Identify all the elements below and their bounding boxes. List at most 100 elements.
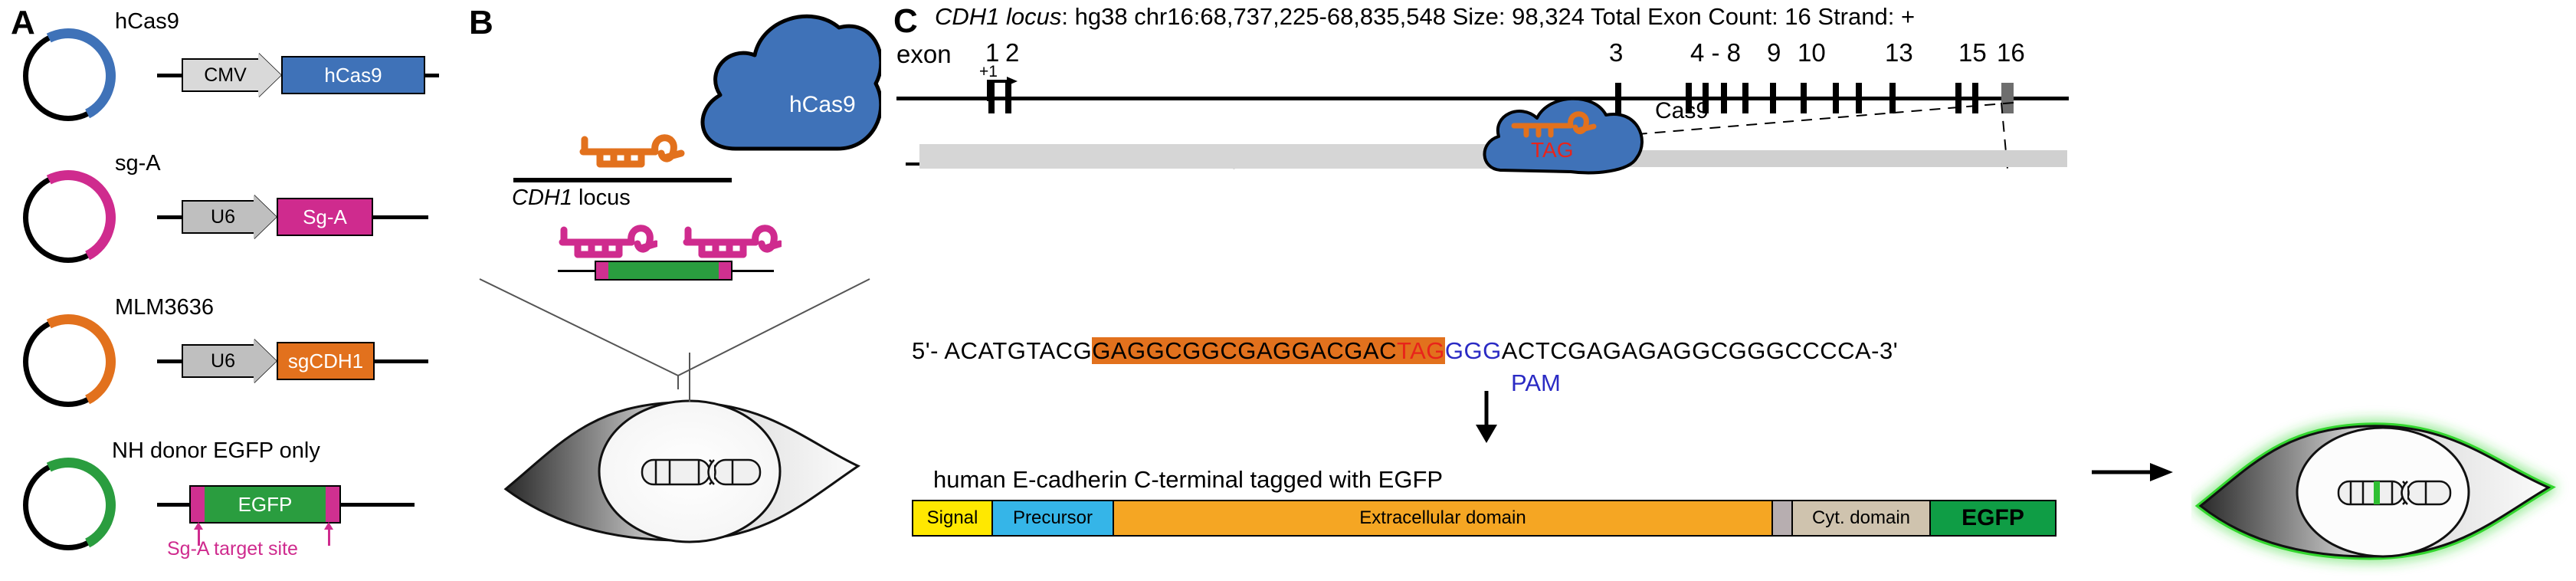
result-arrow-icon [2092,463,2173,481]
sgrna-magenta-right-icon [683,225,782,258]
protein-diagram-title: human E-cadherin C-terminal tagged with … [933,466,1444,493]
donor-egfp-bar [595,261,732,281]
backbone-wire-right [341,502,415,507]
promoter-label: U6 [211,205,235,228]
sequence-stop-codon: TAG [1396,337,1445,364]
domain-label: Precursor [1012,507,1093,528]
target-cell-diagram [503,353,861,543]
exon-tick-15b [1972,83,1978,113]
sgrna-cas9-loaded-icon [1511,111,1597,138]
exon-tick-16-gray [2001,83,2014,113]
gene-box-sgcdh1: sgCDH1 [277,342,375,380]
domain-egfp: EGFP [1931,501,2055,535]
cdh1-locus-word: locus [572,185,631,210]
hcas9-blob-label: hCas9 [789,92,856,117]
plasmid-insert-arc [8,15,129,136]
target-site-arrow-right-icon [324,522,333,546]
cassette-sga: U6 Sg-A [157,195,428,239]
cas9-protein-blob-icon [1483,97,1644,175]
exon-number-2: 2 [1005,38,1020,67]
construct-title: hCas9 [115,9,179,34]
gene-label: EGFP [238,492,293,516]
sgrna-orange-icon [579,134,685,168]
panel-a-letter: A [11,4,35,41]
cdh1-locus-label: CDH1 locus [512,185,631,211]
zoom-track-right-block [1624,150,2067,167]
cassette-egfp: EGFP [157,484,415,524]
domain-label: Extracellular domain [1359,507,1526,528]
exon-number-1: 1 [985,38,1000,67]
genome-axis-line [896,97,2069,100]
locus-header-details: : hg38 chr16:68,737,225-68,835,548 Size:… [1061,3,1916,30]
panel-c: C CDH1 locus: hg38 chr16:68,737,225-68,8… [889,0,2576,581]
backbone-wire-right [373,215,428,219]
exon-tick-4 [1686,83,1692,113]
sequence-prefix: 5'- ACATGTACG [912,337,1093,364]
panel-a: A hCas9 CMV hCas9 sg-A [0,0,460,581]
panel-c-letter: C [893,2,918,40]
sga-target-site-note: Sg-A target site [167,538,298,560]
sequence-suffix: ACTCGAGAGAGGCGGGCCCCA-3' [1501,337,1899,364]
domain-precursor: Precursor [993,501,1114,535]
domain-transmembrane [1773,501,1793,535]
backbone-wire-right [425,73,439,77]
exon-tick-5 [1703,83,1709,113]
pam-label: PAM [1511,369,1561,396]
promoter-label: U6 [211,350,235,372]
exon-number-13: 13 [1885,38,1913,67]
domain-signal: Signal [913,501,993,535]
promoter-arrow-tip-icon [254,339,277,383]
plasmid-backbone-icon [23,317,113,407]
delivery-funnel-icon [479,278,870,389]
plasmid-backbone-icon [23,31,113,121]
exon-tick-9 [1770,83,1776,113]
cassette-hcas9: CMV hCas9 [157,53,439,97]
exon-tick-12 [1856,83,1862,113]
promoter-arrow-u6: U6 [182,195,277,239]
construct-title: NH donor EGFP only [112,438,320,463]
promoter-arrow-tip-icon [254,195,277,239]
backbone-wire-left [157,73,182,77]
domain-label: Cyt. domain [1811,507,1911,528]
backbone-wire-left [157,215,182,219]
domain-label: Signal [926,507,978,528]
gene-label: Sg-A [303,205,347,228]
plasmid-circle-mlm3636 [8,301,129,422]
construct-title: MLM3636 [115,295,214,320]
exon-number-9: 9 [1767,38,1781,67]
exon-number-4-8: 4 - 8 [1690,38,1742,67]
construct-title: sg-A [115,151,161,176]
tss-label: +1 [979,63,998,80]
sequence-pam: GGG [1444,337,1502,364]
backbone-wire-right [375,359,428,363]
sga-target-site-right [326,487,339,522]
exon-tick-1 [988,83,995,113]
exon-number-10: 10 [1798,38,1826,67]
exon-tick-10 [1801,83,1807,113]
chromosome-icon [641,458,762,486]
cdh1-gene-name: CDH1 [512,185,572,210]
exon-tick-3 [1615,83,1621,113]
hcas9-protein-blob-icon [700,14,881,151]
gene-label: sgCDH1 [287,349,364,373]
sga-target-site-right [719,262,731,279]
construct-sga: sg-A U6 Sg-A [0,149,460,280]
construct-hcas9: hCas9 CMV hCas9 [0,8,460,138]
plasmid-insert-arc [8,445,129,566]
chromosome-icon [2337,480,2452,506]
exon-tick-2 [1005,83,1011,113]
domain-extracellular: Extracellular domain [1114,501,1773,535]
exon-tick-15a [1955,83,1961,113]
exon-tick-11 [1833,83,1839,113]
down-arrow-icon [1476,391,1497,443]
panel-b-letter: B [469,4,493,41]
promoter-arrow-body [182,58,264,92]
exon-number-3: 3 [1609,38,1624,67]
gene-box-hcas9: hCas9 [281,56,425,94]
promoter-arrow-body [182,344,260,378]
gene-box-egfp: EGFP [189,485,341,524]
gfp-positive-cell-diagram [2194,422,2556,560]
sga-target-site-left [191,487,205,522]
sga-target-site-left [596,262,608,279]
construct-mlm3636: MLM3636 U6 sgCDH1 [0,294,460,424]
